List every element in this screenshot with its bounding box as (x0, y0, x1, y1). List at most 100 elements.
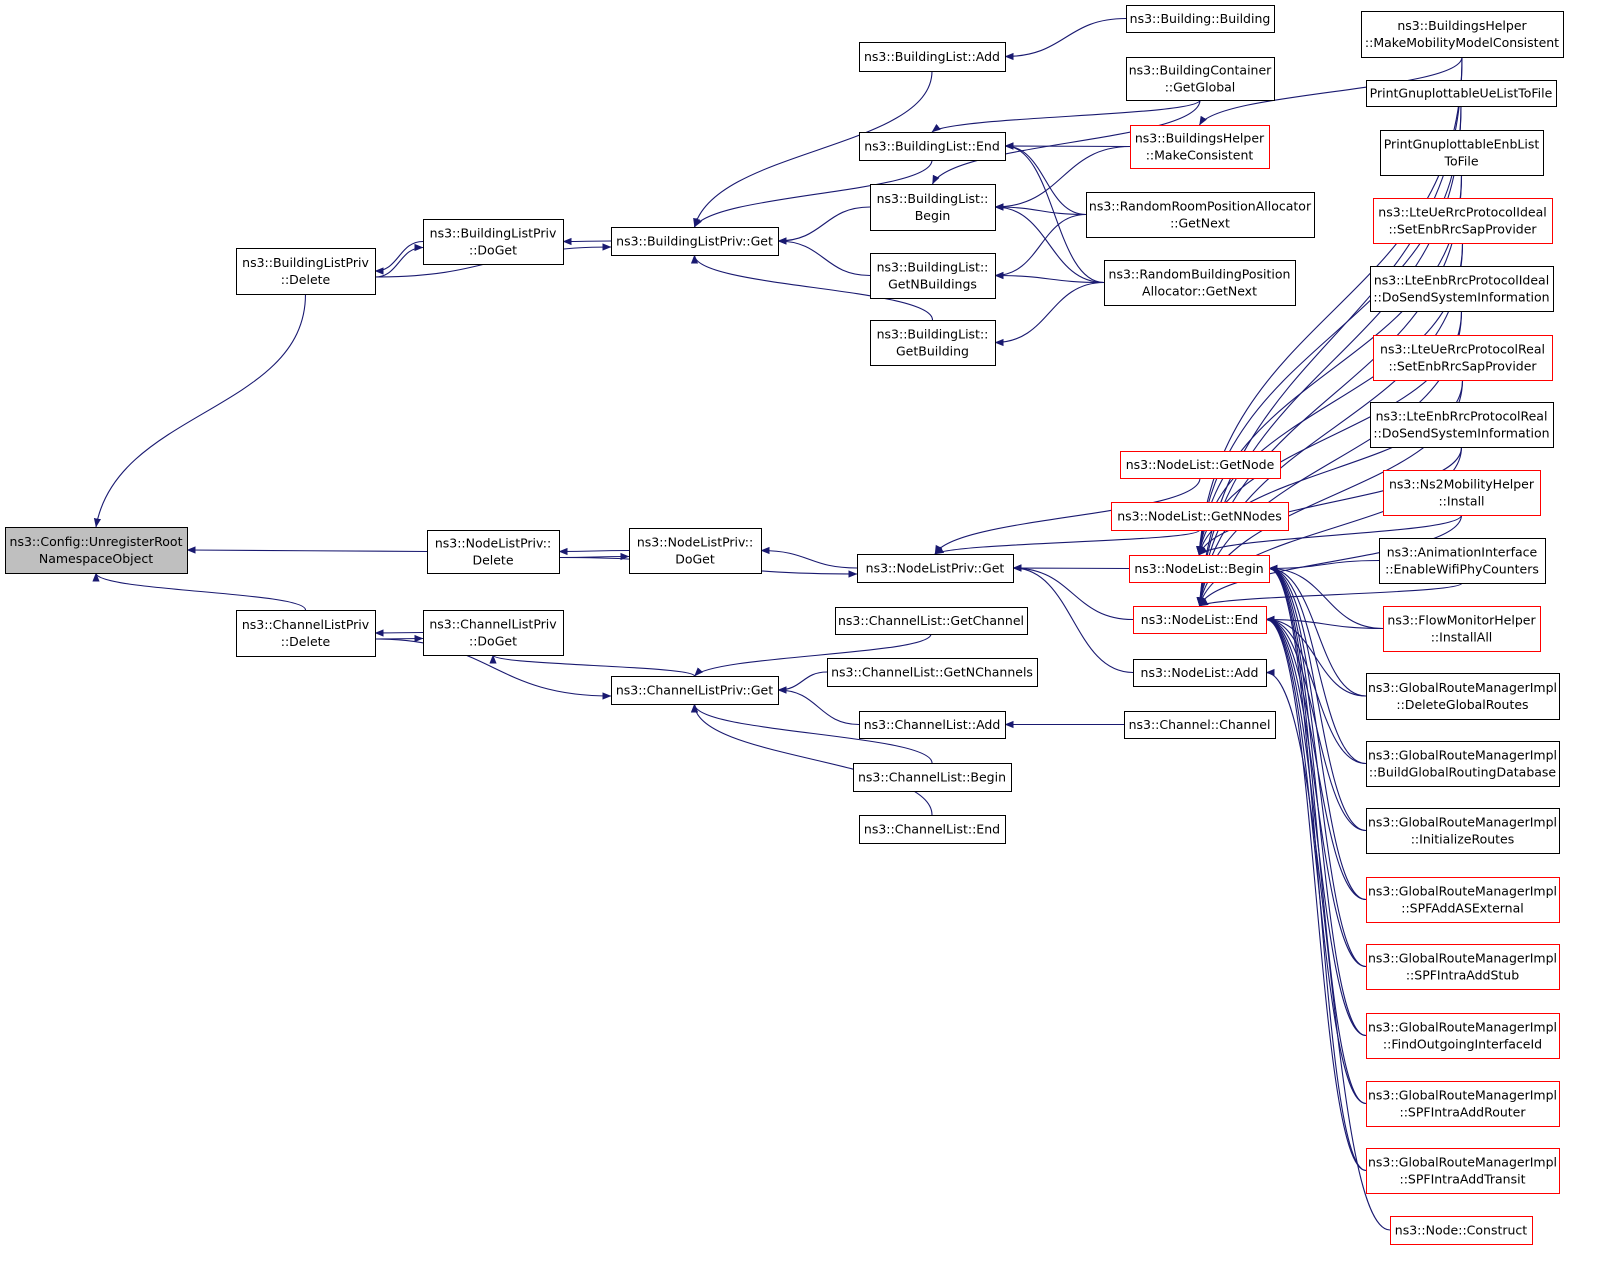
node-bl-begin[interactable]: ns3::BuildingList::Begin (870, 184, 996, 231)
node-blp-get[interactable]: ns3::BuildingListPriv::Get (611, 227, 779, 256)
node-lenb-real[interactable]: ns3::LteEnbRrcProtocolReal::DoSendSystem… (1370, 402, 1554, 448)
node-label: ns3::ChannelList::GetNChannels (831, 665, 1033, 680)
edge-grm_spftransit-to-nl_begin (1268, 565, 1367, 1172)
node-box (1390, 1216, 1533, 1245)
edge-clp_delete-to-clp_get (374, 638, 612, 700)
edge-grm_spfstub-to-nl_end (1265, 615, 1367, 968)
node-node-construct[interactable]: ns3::Node::Construct (1390, 1216, 1533, 1245)
edge-grm_spfrouter-to-nl_end (1265, 615, 1367, 1105)
edge-nl_getnode-to-nlp_get (934, 477, 1201, 555)
node-lue-real[interactable]: ns3::LteUeRrcProtocolReal::SetEnbRrcSapP… (1373, 335, 1553, 381)
edge-nlp_get-to-nlp_doget (760, 546, 858, 569)
node-clp-delete[interactable]: ns3::ChannelListPriv::Delete (236, 610, 376, 657)
node-box (870, 253, 996, 299)
node-cl-getnchannels[interactable]: ns3::ChannelList::GetNChannels (827, 658, 1038, 687)
edge-grm_delete-to-nl_end (1265, 615, 1367, 697)
edge-cl_begin-to-clp_get (690, 703, 933, 764)
node-blp-doget[interactable]: ns3::BuildingListPriv::DoGet (423, 219, 564, 265)
node-lenb-ideal[interactable]: ns3::LteEnbRrcProtocolIdeal::DoSendSyste… (1370, 266, 1554, 312)
node-grm-spfstub[interactable]: ns3::GlobalRouteManagerImpl::SPFIntraAdd… (1366, 944, 1560, 990)
node-nl-add[interactable]: ns3::NodeList::Add (1133, 659, 1267, 687)
node-label: ns3::BuildingList:: (877, 327, 989, 342)
edge-cl_getchannel-to-clp_get (694, 633, 932, 677)
node-blp-delete[interactable]: ns3::BuildingListPriv::Delete (236, 248, 376, 295)
node-bl-end[interactable]: ns3::BuildingList::End (859, 132, 1006, 161)
edge-blp_doget-to-blp_delete (374, 240, 424, 275)
node-label: ns3::NodeList::GetNode (1126, 457, 1275, 472)
edge-rbpa_getnext-to-bl_end (1004, 142, 1105, 284)
node-nlp-doget[interactable]: ns3::NodeListPriv::DoGet (629, 528, 762, 574)
node-nlp-get[interactable]: ns3::NodeListPriv::Get (857, 554, 1014, 583)
node-flowmon[interactable]: ns3::FlowMonitorHelper::InstallAll (1383, 606, 1541, 652)
edge-rbpa_getnext-to-bl_getn (994, 271, 1105, 284)
node-clp-get[interactable]: ns3::ChannelListPriv::Get (611, 676, 779, 705)
node-box (1366, 80, 1557, 107)
node-label: ns3::NodeList::End (1141, 612, 1258, 627)
node-bl-add[interactable]: ns3::BuildingList::Add (859, 42, 1006, 72)
node-nl-getnode[interactable]: ns3::NodeList::GetNode (1120, 451, 1281, 479)
node-box (859, 42, 1006, 72)
node-nl-end[interactable]: ns3::NodeList::End (1133, 606, 1267, 634)
node-box (1361, 11, 1564, 58)
node-root[interactable]: ns3::Config::UnregisterRootNamespaceObje… (5, 527, 188, 574)
node-grm-find[interactable]: ns3::GlobalRouteManagerImpl::FindOutgoin… (1366, 1013, 1560, 1059)
node-label: ns3::Node::Construct (1395, 1223, 1528, 1238)
edge-grm_build-to-nl_end (1265, 615, 1367, 765)
node-label: ns3::GlobalRouteManagerImpl (1368, 1088, 1557, 1103)
edge-lenb_real-to-nl_begin (1198, 446, 1463, 556)
node-anim[interactable]: ns3::AnimationInterface::EnableWifiPhyCo… (1379, 538, 1546, 584)
node-grm-init[interactable]: ns3::GlobalRouteManagerImpl::InitializeR… (1366, 808, 1560, 854)
node-ns2[interactable]: ns3::Ns2MobilityHelper::Install (1383, 470, 1541, 516)
edge-nlp_doget-to-nlp_delete (558, 547, 630, 556)
node-nlp-delete[interactable]: ns3::NodeListPriv::Delete (427, 530, 560, 574)
node-label: ns3::BuildingsHelper (1397, 18, 1527, 33)
edge-flowmon-to-nl_end (1265, 615, 1384, 630)
edge-ns2-to-nl_end (1198, 514, 1463, 607)
node-label: ns3::ChannelList::End (864, 822, 1000, 837)
node-label: ns3::GlobalRouteManagerImpl (1368, 1020, 1557, 1035)
node-label: ns3::RandomBuildingPosition (1109, 267, 1291, 282)
node-cl-add[interactable]: ns3::ChannelList::Add (859, 711, 1006, 739)
node-label: ns3::GlobalRouteManagerImpl (1368, 680, 1557, 695)
node-label: ns3::ChannelListPriv (242, 617, 370, 632)
node-cl-begin[interactable]: ns3::ChannelList::Begin (853, 763, 1012, 792)
node-label: ::Delete (281, 272, 331, 287)
node-nl-begin[interactable]: ns3::NodeList::Begin (1129, 555, 1270, 583)
node-grm-delete[interactable]: ns3::GlobalRouteManagerImpl::DeleteGloba… (1366, 673, 1560, 720)
node-box (1126, 57, 1275, 101)
edge-blp_get-to-blp_doget (562, 237, 612, 246)
node-bl-getb[interactable]: ns3::BuildingList::GetBuilding (870, 320, 996, 366)
node-pgue[interactable]: PrintGnuplottableUeListToFile (1366, 80, 1557, 107)
node-cl-end[interactable]: ns3::ChannelList::End (859, 815, 1006, 844)
node-label: ns3::AnimationInterface (1387, 545, 1538, 560)
node-grm-spftransit[interactable]: ns3::GlobalRouteManagerImpl::SPFIntraAdd… (1366, 1148, 1560, 1194)
node-clp-doget[interactable]: ns3::ChannelListPriv::DoGet (423, 610, 564, 656)
node-lue-ideal[interactable]: ns3::LteUeRrcProtocolIdeal::SetEnbRrcSap… (1373, 198, 1553, 244)
node-label: ::BuildGlobalRoutingDatabase (1369, 765, 1557, 780)
node-bl-getn[interactable]: ns3::BuildingList::GetNBuildings (870, 253, 996, 299)
node-label: NamespaceObject (39, 551, 153, 566)
node-box (1133, 606, 1267, 634)
edge-cl_end-to-clp_get (690, 703, 933, 816)
node-rbpa-getnext[interactable]: ns3::RandomBuildingPositionAllocator::Ge… (1104, 260, 1296, 306)
node-grm-spfext[interactable]: ns3::GlobalRouteManagerImpl::SPFAddASExt… (1366, 877, 1560, 923)
node-bh-mmmc[interactable]: ns3::BuildingsHelper::MakeMobilityModelC… (1361, 11, 1564, 58)
node-grm-build[interactable]: ns3::GlobalRouteManagerImpl::BuildGlobal… (1366, 741, 1560, 787)
node-box (1373, 335, 1553, 381)
node-grm-spfrouter[interactable]: ns3::GlobalRouteManagerImpl::SPFIntraAdd… (1366, 1081, 1560, 1127)
node-label: ::SPFIntraAddTransit (1399, 1172, 1525, 1187)
node-box (611, 676, 779, 705)
node-label: ns3::BuildingContainer (1129, 63, 1272, 78)
node-label: ::DoSendSystemInformation (1373, 426, 1549, 441)
edge-grm_init-to-nl_begin (1268, 564, 1367, 832)
node-nl-getnnodes[interactable]: ns3::NodeList::GetNNodes (1111, 502, 1289, 531)
node-cl-getchannel[interactable]: ns3::ChannelList::GetChannel (835, 607, 1028, 635)
node-ch-channel[interactable]: ns3::Channel::Channel (1124, 711, 1276, 739)
node-bh-makeconsistent[interactable]: ns3::BuildingsHelper::MakeConsistent (1130, 125, 1270, 169)
node-box (1366, 1081, 1560, 1127)
node-bc-getglobal[interactable]: ns3::BuildingContainer::GetGlobal (1126, 57, 1275, 101)
node-box (827, 658, 1038, 687)
node-rrpa-getnext[interactable]: ns3::RandomRoomPositionAllocator::GetNex… (1086, 192, 1315, 238)
node-b-building[interactable]: ns3::Building::Building (1126, 5, 1275, 33)
